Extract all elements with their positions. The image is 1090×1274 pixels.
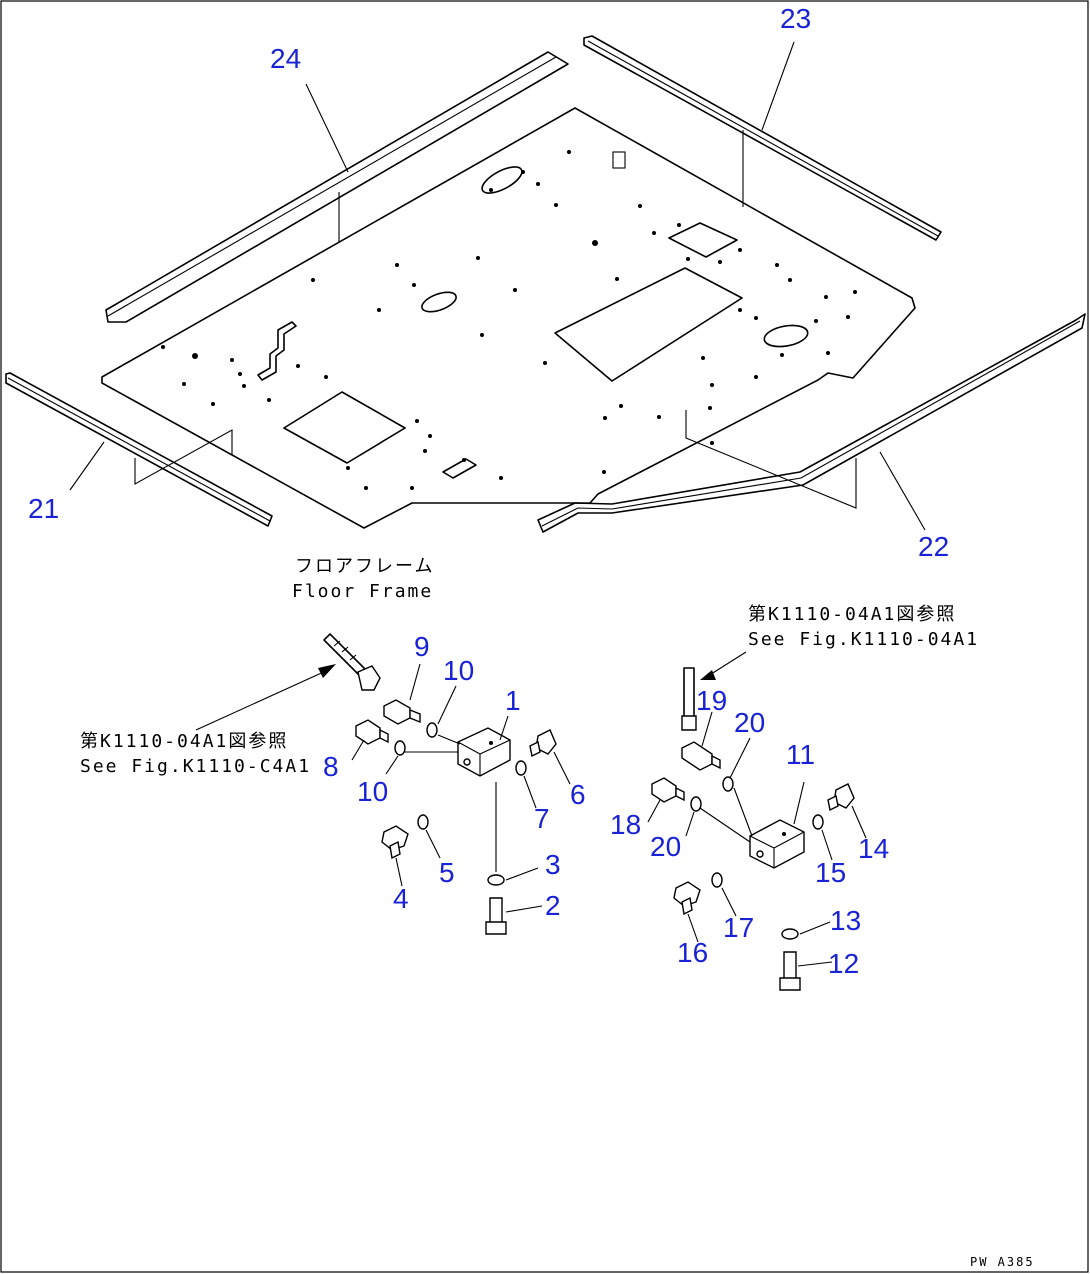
bolt-2 bbox=[489, 897, 503, 925]
o-ring-10 bbox=[394, 740, 406, 756]
part-label-8: 8 bbox=[323, 751, 339, 782]
switch-9 bbox=[383, 699, 411, 725]
switch-16 bbox=[673, 881, 701, 907]
o-ring-17 bbox=[711, 872, 723, 888]
seal-strip-24 bbox=[105, 51, 569, 323]
part-label-2: 2 bbox=[545, 890, 561, 921]
part-label-20b: 20 bbox=[650, 831, 681, 862]
reference-caption-right-jp: 第K1110-04A1図参照 bbox=[748, 604, 956, 625]
part-label-13: 13 bbox=[830, 905, 861, 936]
o-ring-5 bbox=[417, 814, 429, 830]
floor-cutout-center bbox=[554, 267, 743, 382]
hose bbox=[683, 667, 695, 719]
o-ring-15 bbox=[812, 814, 824, 830]
floor-holes bbox=[161, 150, 857, 490]
floor-frame-caption-jp: フロアフレーム bbox=[295, 556, 434, 577]
switch-4 bbox=[381, 825, 409, 851]
washer-13 bbox=[781, 928, 799, 940]
washer-3 bbox=[487, 874, 505, 886]
seal-strip-21 bbox=[5, 372, 273, 527]
o-ring-10 bbox=[426, 722, 438, 738]
floor-cutout-left bbox=[283, 391, 406, 464]
o-ring-20 bbox=[722, 776, 734, 792]
valve-assembly-right bbox=[647, 651, 867, 991]
reference-caption-left-en: See Fig.K1110-C4A1 bbox=[80, 756, 311, 777]
leader-lines bbox=[69, 41, 926, 531]
floor-frame-plate bbox=[101, 107, 916, 529]
part-label-9: 9 bbox=[414, 631, 430, 662]
part-label-4: 4 bbox=[393, 883, 409, 914]
part-label-1: 1 bbox=[505, 685, 521, 716]
valve-block-11 bbox=[749, 819, 805, 869]
o-ring-7 bbox=[515, 760, 527, 776]
part-label-6: 6 bbox=[570, 779, 586, 810]
part-label-7: 7 bbox=[534, 803, 550, 834]
part-label-10b: 10 bbox=[357, 776, 388, 807]
part-label-15: 15 bbox=[815, 857, 846, 888]
part-label-12: 12 bbox=[828, 948, 859, 979]
part-label-5: 5 bbox=[439, 857, 455, 888]
drawing-code: PW A385 bbox=[970, 1255, 1035, 1269]
o-ring-20 bbox=[690, 796, 702, 812]
part-label-22: 22 bbox=[918, 531, 949, 562]
bolt-12 bbox=[783, 951, 797, 981]
floor-cutout-right bbox=[668, 222, 738, 258]
oval-hole bbox=[421, 291, 457, 313]
part-label-19: 19 bbox=[696, 685, 727, 716]
part-label-23: 23 bbox=[780, 3, 811, 34]
reference-caption-left-jp: 第K1110-04A1図参照 bbox=[80, 731, 288, 752]
floor-boss bbox=[612, 151, 626, 169]
part-label-18: 18 bbox=[610, 809, 641, 840]
captions: フロアフレーム Floor Frame 第K1110-04A1図参照 See F… bbox=[80, 556, 1035, 1269]
reference-caption-right-en: See Fig.K1110-04A1 bbox=[748, 629, 979, 650]
part-label-21: 21 bbox=[28, 493, 59, 524]
part-label-3: 3 bbox=[545, 849, 561, 880]
floor-bracket bbox=[257, 321, 297, 381]
part-label-14: 14 bbox=[858, 833, 889, 864]
part-label-16: 16 bbox=[677, 937, 708, 968]
switch-18 bbox=[651, 777, 677, 803]
valve-assembly-left bbox=[195, 633, 571, 935]
seal-strip-22 bbox=[537, 313, 1086, 533]
part-labels: 24 23 21 22 1 2 3 4 5 6 7 8 9 10 10 11 1… bbox=[28, 3, 949, 979]
part-label-10a: 10 bbox=[443, 655, 474, 686]
part-label-20a: 20 bbox=[734, 707, 765, 738]
part-label-24: 24 bbox=[270, 43, 301, 74]
switch-8 bbox=[355, 719, 381, 745]
oval-hole bbox=[763, 324, 809, 348]
part-label-11: 11 bbox=[786, 739, 815, 770]
part-label-17: 17 bbox=[723, 912, 754, 943]
oval-hole bbox=[481, 166, 523, 194]
floor-frame-caption-en: Floor Frame bbox=[292, 581, 433, 602]
hose-fitting bbox=[357, 665, 381, 691]
slot-hole bbox=[442, 458, 477, 479]
seal-strip-23 bbox=[583, 35, 942, 241]
switch-19 bbox=[681, 741, 713, 771]
seal-placement-lines bbox=[134, 130, 857, 509]
